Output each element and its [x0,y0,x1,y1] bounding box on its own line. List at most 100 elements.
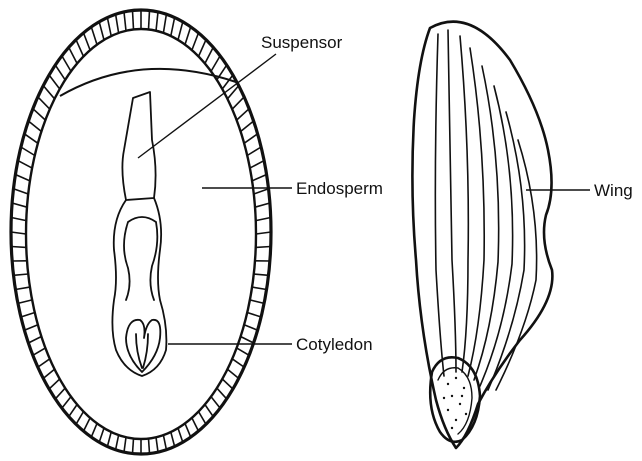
seed-coat-cell-wall [24,134,38,144]
seed-coat-cell-wall [252,287,267,289]
seed-coat-cell-wall [211,56,220,72]
seed-coat-cell-wall [256,232,271,234]
seed-coat-cell-wall [18,300,32,304]
seed-coat-cell-wall [149,11,150,30]
seed-coat-cell-wall [163,435,166,450]
seed-coat-cell-wall [247,313,261,318]
seed-coat-cell-wall [185,27,191,45]
seed-coat-cell-wall [14,274,29,275]
seed-coat-cell-wall [38,359,50,367]
cotyledon-lines [136,334,148,368]
seed-coat-cell-wall [178,22,183,40]
seed-coat-cell-wall [156,12,158,31]
seed-coat-cell-wall [21,147,35,156]
seed-coat-cell-wall [43,369,54,378]
seed-coat-cell-wall [28,337,41,344]
seed-coat-cell-wall [192,33,199,50]
seed-coat-cell-wall [256,218,271,221]
seed-coat-cell-wall [21,313,35,318]
seed-coat-cell-wall [244,134,258,144]
seed-coat-cell-wall [62,56,71,72]
seed-coat-cell-wall [15,175,30,181]
seed-coat-cell-wall [171,18,175,36]
seed-coat-cell-wall [38,97,50,109]
seed-coat-cell-wall [163,14,166,33]
seed-section [11,10,271,454]
seed-coat-cell-wall [199,40,207,57]
seed-coat-cell-wall [244,325,258,331]
seed-coat-cell-wall [254,189,269,194]
seed-coat-cell-wall [250,161,264,169]
seed-coat-cell-wall [133,11,134,30]
cotyledon-shape [126,320,160,372]
wing-outline [412,22,552,448]
seed-coat-cell-wall [205,47,213,63]
seed-coat-cell-wall [124,437,126,452]
seed-coat-cell-wall [247,147,261,156]
seed-coat-cell-wall [252,175,267,181]
seed-coat-cell-wall [133,439,134,454]
seed-coat-cell-wall [178,428,183,442]
seed-coat-cell-wall [49,379,60,389]
seed-coat-cell-wall [185,423,191,437]
embryo [112,92,166,376]
seed-coat-cell-wall [255,203,270,207]
seed-coat-cell-wall [211,397,220,409]
seed-body-stipple [443,377,467,429]
seed-coat-cell-wall [241,121,254,132]
seed-coat-cell-wall [69,47,77,63]
seed-coat-cell-wall [91,27,97,45]
seed-coat-cell-wall [14,189,29,194]
seed-coat-cell-wall [250,300,264,304]
seed-coat-cell-wall [156,437,158,452]
wing-label: Wing [594,181,633,200]
seed-coat-cell-wall [232,359,244,367]
seed-coat-cell-wall [107,18,111,36]
suspensor-body [122,92,155,200]
seed-coat-cell-wall [149,439,150,454]
seed-coat-cell-wall [124,12,126,31]
seed-coat-cell-wall [241,337,254,344]
seed-coat-cell-wall [256,247,271,248]
seed-coat-cells [11,10,271,454]
seed-coat-cell-wall [11,218,26,221]
seed-coat-cell-wall [228,86,239,99]
seed-coat-cell-wall [192,418,199,431]
seed-coat-cell-wall [116,14,119,33]
seed-coat-cell-wall [107,432,111,446]
seed-coat-cell-wall [12,203,27,207]
embryo-axis-outer [112,198,166,376]
seed-coat-cell-wall [18,161,32,169]
seed-coat-cell-wall [55,65,65,80]
seed-coat-cell-wall [28,121,41,132]
embryo-axis-inner [124,217,157,300]
seed-coat-cell-wall [55,388,65,399]
seed-coat-cell-wall [199,412,207,425]
seed-coat-cell-wall [11,247,26,248]
seed-coat-cell-wall [99,428,104,442]
seed-coat-cell-wall [15,287,30,289]
suspensor-label: Suspensor [261,33,343,52]
winged-seed [412,22,552,448]
seed-coat-cell-wall [49,75,60,89]
seed-coat-cell-wall [171,432,175,446]
seed-coat-cell-wall [205,405,213,417]
seed-coat-cell-wall [237,109,250,120]
wing-veins [435,30,536,390]
seed-coat-cell-wall [232,97,244,109]
seed-coat-cell-wall [76,40,84,57]
seed-coat-cell-wall [91,423,97,437]
seed-coat-cell-wall [116,435,119,450]
seed-coat-cell-wall [33,348,46,355]
seed-coat-cell-wall [69,405,77,417]
seed-coat-cell-wall [99,22,104,40]
seed-coat-cell-wall [222,379,233,389]
seed-coat-cell-wall [33,109,46,120]
seed-coat-cell-wall [84,418,91,431]
seed-coat-inner [26,29,256,439]
endosperm-label: Endosperm [296,179,383,198]
seed-coat-cell-wall [237,348,250,355]
seed-coat-cell-wall [62,397,71,409]
